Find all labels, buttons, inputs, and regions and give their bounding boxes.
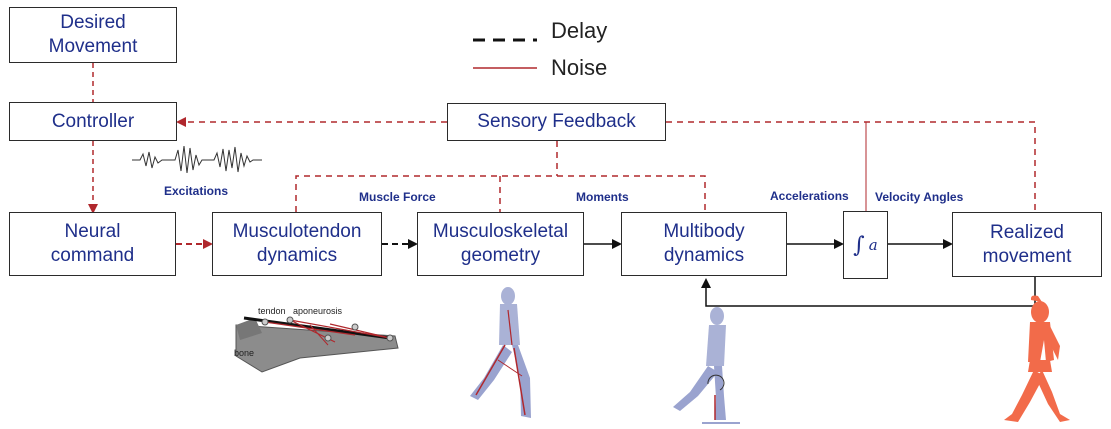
integral-variable: a <box>868 236 878 254</box>
legend-noise-label: Noise <box>551 55 608 80</box>
emg-signal-icon <box>132 145 262 174</box>
multibody-label: Multibody dynamics <box>663 221 745 266</box>
sensory-feedback-label: Sensory Feedback <box>477 111 636 132</box>
realized-movement-label: Realized movement <box>982 221 1072 267</box>
sensory-feedback-box: Sensory Feedback <box>447 103 666 141</box>
musculoskeletal-label: Musculoskeletal geometry <box>432 221 569 266</box>
muscle-sketch-icon: tendon aponeurosis bone <box>234 306 399 373</box>
musculotendon-box: Musculotendon dynamics <box>212 212 382 276</box>
excitations-label: Excitations <box>164 184 229 198</box>
multibody-box: Multibody dynamics <box>621 212 787 276</box>
desired-movement-box: Desired Movement <box>9 7 177 63</box>
feedback-from-realized-line <box>666 121 1036 212</box>
realized-to-multibody-arrow <box>701 277 1036 307</box>
controller-label: Controller <box>51 110 135 132</box>
realized-movement-box: Realized movement <box>952 212 1102 277</box>
musculoskeletal-figure-icon <box>470 287 531 418</box>
muscle-force-label: Muscle Force <box>359 190 436 204</box>
neural-command-box: Neural command <box>9 212 176 276</box>
musculotendon-label: Musculotendon dynamics <box>232 221 362 266</box>
velocity-angles-label: Velocity Angles <box>875 190 964 204</box>
integral-symbol: ∫ <box>853 232 865 258</box>
moments-label: Moments <box>576 190 629 204</box>
integrator-box: ∫a <box>843 211 888 279</box>
musculoskeletal-box: Musculoskeletal geometry <box>417 212 584 276</box>
tendon-label: tendon <box>258 306 286 316</box>
neural-command-label: Neural command <box>50 221 135 266</box>
bone-label: bone <box>234 348 254 358</box>
aponeurosis-label: aponeurosis <box>293 306 343 316</box>
realized-walker-icon <box>1004 295 1070 422</box>
desired-movement-label: Desired Movement <box>48 12 138 57</box>
accelerations-label: Accelerations <box>770 189 849 203</box>
multibody-figure-icon <box>673 307 740 424</box>
legend-delay-label: Delay <box>551 18 608 43</box>
controller-box: Controller <box>9 102 177 141</box>
feedback-branch-line <box>295 175 706 212</box>
